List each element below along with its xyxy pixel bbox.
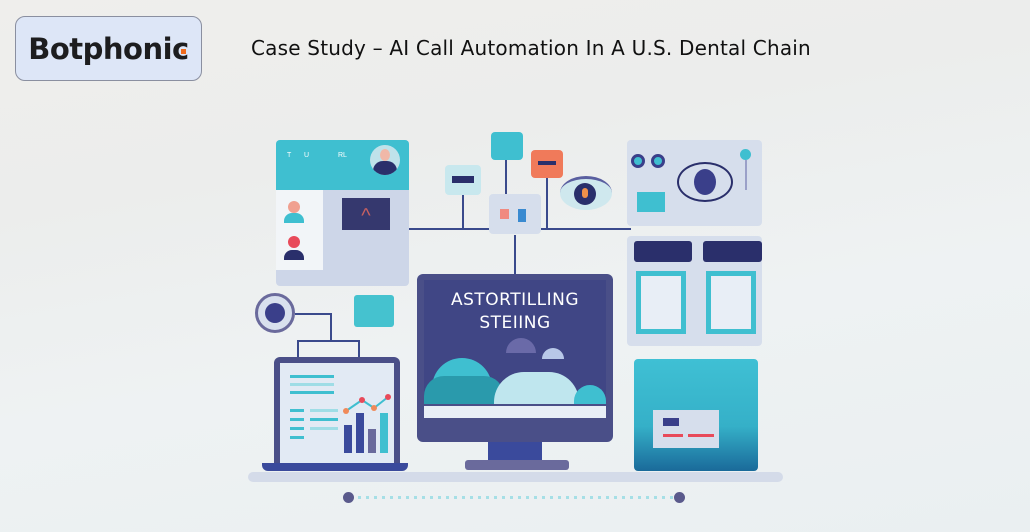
chart-thumbnail: ^ xyxy=(342,198,390,230)
avatar xyxy=(370,145,400,175)
webcam-icon xyxy=(255,293,295,333)
monitor-text: STEIING xyxy=(479,313,551,333)
analytics-laptop xyxy=(274,357,400,463)
connector-line xyxy=(546,176,548,228)
teal-tile xyxy=(354,295,394,327)
document-icon xyxy=(636,271,686,334)
node-chip xyxy=(445,165,481,195)
connector-line xyxy=(505,160,507,210)
node-chip xyxy=(491,132,523,160)
carousel-track xyxy=(358,496,674,499)
eye-icon xyxy=(677,162,733,202)
monitoring-panel xyxy=(627,140,762,226)
brand-logo[interactable]: Botphonic xyxy=(15,16,202,81)
monitor-base xyxy=(465,460,569,470)
connector-line xyxy=(514,235,516,275)
profile-panel: T U RL ^ xyxy=(276,140,409,286)
node-chip xyxy=(531,150,563,178)
central-monitor: ASTORTILLING STEIING xyxy=(417,274,613,442)
payment-card-tile xyxy=(634,359,758,471)
user-icon xyxy=(288,201,300,213)
laptop-base xyxy=(262,463,408,471)
ground-line xyxy=(248,472,783,482)
carousel-next-dot[interactable] xyxy=(674,492,685,503)
hub-node xyxy=(489,194,541,234)
bar-chart-icon xyxy=(344,425,352,453)
logo-text: Botphonic xyxy=(28,31,189,66)
user-icon xyxy=(288,236,300,248)
connector-line xyxy=(462,195,464,229)
monitor-text: ASTORTILLING xyxy=(450,290,579,310)
cloud-shape xyxy=(494,372,579,404)
document-icon xyxy=(706,271,756,334)
line-graph-icon xyxy=(343,394,391,414)
carousel-prev-dot[interactable] xyxy=(343,492,354,503)
documents-panel xyxy=(627,236,762,346)
page-title: Case Study – AI Call Automation In A U.S… xyxy=(251,36,811,60)
monitor-stand xyxy=(488,442,542,462)
logo-accent-dot xyxy=(181,49,186,54)
security-eye-icon xyxy=(560,176,612,210)
